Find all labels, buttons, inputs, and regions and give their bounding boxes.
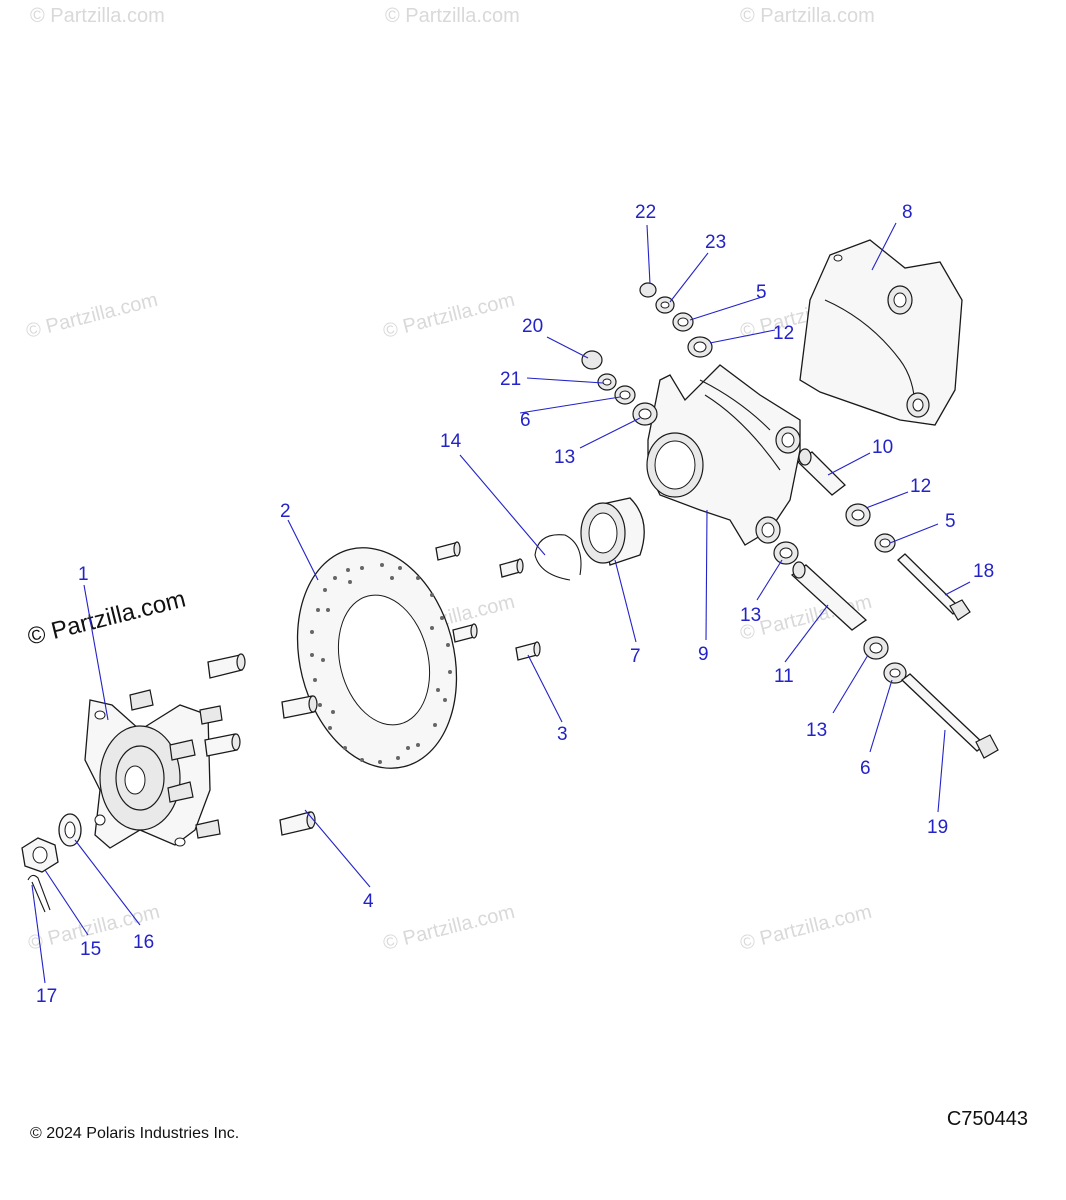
callout-7: 7 <box>630 646 641 667</box>
callout-15: 15 <box>80 939 101 960</box>
part-wheel-studs-4 <box>204 653 318 836</box>
callout-5-right: 5 <box>945 511 956 532</box>
part-washer-16 <box>58 813 82 847</box>
part-cotter-pin-17 <box>27 874 51 913</box>
callout-17: 17 <box>36 986 57 1007</box>
part-washers-nuts <box>581 282 907 684</box>
callout-5-top: 5 <box>756 282 767 303</box>
watermark-main: © Partzilla.com <box>25 586 188 651</box>
part-snap-ring-14 <box>534 534 582 581</box>
part-knuckle-9 <box>646 364 801 546</box>
diagram-code: C750443 <box>946 1108 1028 1130</box>
part-bushings <box>632 336 889 660</box>
part-bolt-19 <box>900 673 999 759</box>
callout-13-top: 13 <box>554 447 575 468</box>
callout-9: 9 <box>698 644 709 665</box>
part-sleeve-10 <box>796 448 846 496</box>
callout-labels: 1 2 3 4 5 5 6 6 7 8 9 10 11 12 12 13 13 … <box>36 202 994 1007</box>
callout-14: 14 <box>440 431 462 452</box>
watermark: © Partzilla.com <box>385 5 520 27</box>
callout-19: 19 <box>927 817 948 838</box>
callout-13-bottom: 13 <box>806 720 827 741</box>
part-bolt-18 <box>897 553 971 621</box>
callout-11: 11 <box>774 666 794 687</box>
watermark: © Partzilla.com <box>381 289 517 343</box>
callout-20: 20 <box>522 316 543 337</box>
part-sleeve-11 <box>790 561 868 631</box>
watermark: © Partzilla.com <box>24 289 160 343</box>
watermark: © Partzilla.com <box>30 5 165 27</box>
callout-22: 22 <box>635 202 656 223</box>
watermark: © Partzilla.com <box>740 5 875 27</box>
callout-6-bottom: 6 <box>860 758 871 779</box>
callout-12-right: 12 <box>910 476 931 497</box>
callout-1: 1 <box>78 564 89 585</box>
callout-4: 4 <box>363 891 374 912</box>
part-bearing-7 <box>580 497 645 566</box>
copyright-text: © 2024 Polaris Industries Inc. <box>30 1125 240 1142</box>
part-housing-8 <box>799 239 963 426</box>
callout-21: 21 <box>500 369 521 390</box>
rotor-holes <box>310 563 452 764</box>
callout-23: 23 <box>705 232 726 253</box>
watermark: © Partzilla.com <box>738 901 874 955</box>
callout-18: 18 <box>973 561 994 582</box>
callout-12-top: 12 <box>773 323 794 344</box>
part-brake-rotor-2 <box>296 547 458 769</box>
callout-16: 16 <box>133 932 154 953</box>
leader-lines <box>31 222 971 984</box>
part-hub-1 <box>84 689 223 849</box>
callout-6-left: 6 <box>520 410 531 431</box>
callout-8: 8 <box>902 202 913 223</box>
watermark: © Partzilla.com <box>381 901 517 955</box>
callout-10: 10 <box>872 437 893 458</box>
part-rotor-bolts-3 <box>435 541 541 661</box>
part-nut-15 <box>21 837 59 873</box>
callout-13-middle: 13 <box>740 605 761 626</box>
callout-3: 3 <box>557 724 568 745</box>
callout-2: 2 <box>280 501 291 522</box>
